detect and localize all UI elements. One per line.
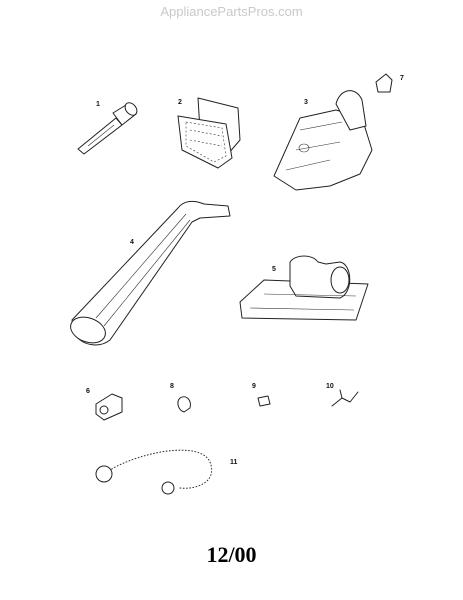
spring-clip-icon[interactable] <box>331 389 359 407</box>
part-label-10: 10 <box>326 383 334 390</box>
power-nozzle-icon[interactable] <box>239 255 369 321</box>
part-label-6: 6 <box>86 388 90 395</box>
part-label-1: 1 <box>96 101 100 108</box>
part-label-2: 2 <box>178 99 182 106</box>
filter-icon[interactable] <box>177 97 241 169</box>
part-label-4: 4 <box>130 239 134 246</box>
motor-assembly-icon[interactable] <box>95 393 123 421</box>
part-label-9: 9 <box>252 383 256 390</box>
part-label-8: 8 <box>170 383 174 390</box>
hose-icon[interactable] <box>95 447 215 495</box>
part-label-7: 7 <box>400 75 404 82</box>
part-label-11: 11 <box>230 459 238 466</box>
switch-icon[interactable] <box>257 395 271 407</box>
date-code: 12/00 <box>206 542 257 567</box>
part-label-3: 3 <box>304 99 308 106</box>
latch-icon[interactable] <box>375 73 393 93</box>
hand-vacuum-body-icon[interactable] <box>273 90 373 191</box>
crevice-tool-icon[interactable] <box>77 100 139 155</box>
part-label-5: 5 <box>272 266 276 273</box>
extension-wand-icon[interactable] <box>67 200 231 347</box>
watermark: AppliancePartsPros.com <box>160 4 303 19</box>
clip-icon[interactable] <box>177 396 191 413</box>
